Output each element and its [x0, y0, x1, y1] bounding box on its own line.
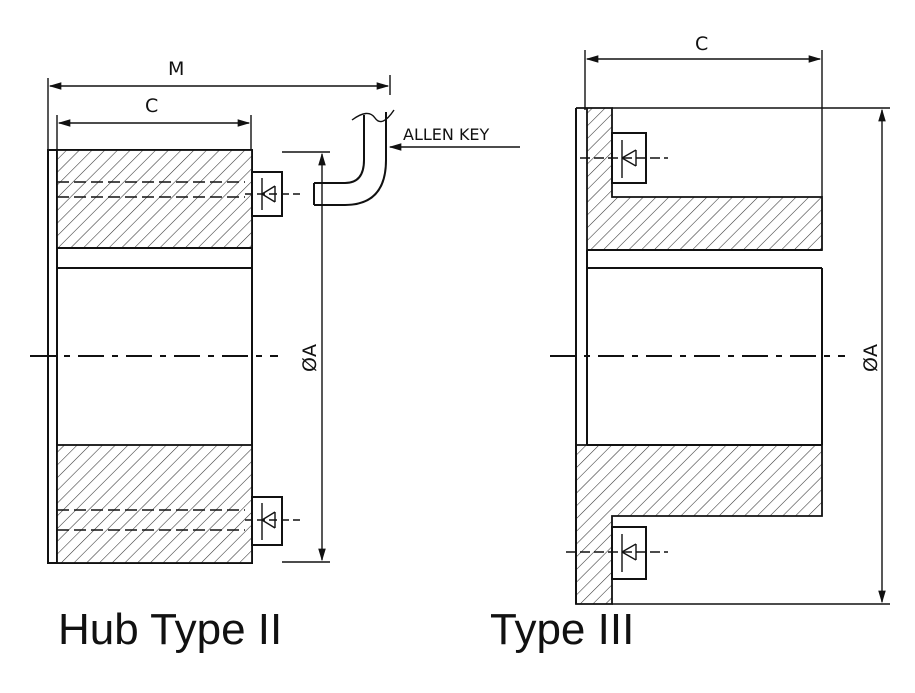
caption-type-iii: Type III [490, 605, 635, 654]
dimension-c-label-right: C [695, 33, 708, 55]
dimension-a-label-right: ØA [860, 344, 882, 372]
socket-screw-bottom-right [566, 526, 668, 580]
flange-section-bottom [575, 444, 823, 605]
hub-section-top [56, 149, 253, 249]
dimension-a-label-left: ØA [299, 344, 321, 372]
hub-type-ii-drawing: M C [30, 58, 520, 564]
allen-key: ALLEN KEY [313, 109, 520, 206]
caption-hub-type-ii: Hub Type II [58, 605, 283, 654]
flange-section-top [576, 107, 823, 251]
allen-key-label: ALLEN KEY [403, 125, 490, 144]
dimension-m-label: M [168, 58, 184, 80]
socket-screw-top-right [580, 132, 668, 184]
socket-screw-top [57, 171, 300, 217]
hub-section-bottom [56, 444, 253, 564]
dimension-c-label: C [145, 95, 158, 117]
type-iii-drawing: C [550, 33, 890, 605]
socket-screw-bottom [57, 496, 300, 546]
